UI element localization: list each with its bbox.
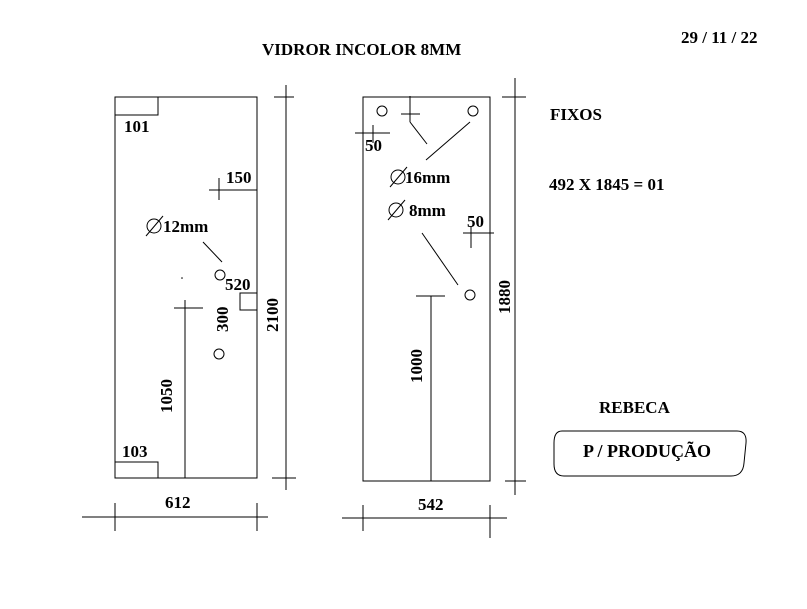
right-glass-panel: 50 16mm 8mm 50 1000 bbox=[342, 78, 526, 538]
right-height: 1880 bbox=[495, 280, 514, 314]
fixos-spec: 492 X 1845 = 01 bbox=[549, 175, 664, 194]
left-height: 2100 bbox=[263, 298, 282, 332]
right-diameter-16-symbol bbox=[389, 166, 408, 188]
right-dim-1000: 1000 bbox=[407, 349, 426, 383]
right-hole-diameter-large: 16mm bbox=[405, 168, 450, 187]
drawing-title: VIDROR INCOLOR 8MM bbox=[262, 40, 461, 59]
left-520-notch bbox=[239, 292, 257, 311]
left-glass-panel: 101 103 150 12mm 520 300 1050 2100 bbox=[82, 85, 296, 531]
status-button-outline[interactable] bbox=[553, 430, 747, 477]
left-dim-520: 520 bbox=[225, 275, 251, 294]
right-panel-outline bbox=[362, 96, 491, 482]
right-hole-top-right bbox=[467, 105, 479, 117]
right-leader-16-b bbox=[425, 121, 471, 161]
left-dim-1050: 1050 bbox=[157, 379, 176, 413]
status-button-label[interactable]: P / PRODUÇÃO bbox=[583, 440, 711, 461]
left-panel-outline bbox=[114, 96, 258, 479]
client-name: REBECA bbox=[599, 398, 671, 417]
left-dim-300: 300 bbox=[213, 307, 232, 333]
right-hole-top-left bbox=[376, 105, 388, 117]
left-diameter-symbol bbox=[145, 215, 164, 237]
left-code-bottom: 103 bbox=[122, 442, 148, 461]
right-leader-16-a bbox=[409, 121, 428, 145]
status-button[interactable]: P / PRODUÇÃO bbox=[553, 430, 747, 477]
left-leader-line bbox=[202, 241, 223, 263]
left-hole-lower bbox=[213, 348, 225, 360]
right-hole-lower bbox=[464, 289, 476, 301]
left-hole-upper bbox=[214, 269, 226, 281]
fixos-label: FIXOS bbox=[550, 105, 602, 124]
right-width: 542 bbox=[418, 495, 444, 514]
right-dim-50-side: 50 bbox=[467, 212, 484, 231]
left-code-top: 101 bbox=[124, 117, 150, 136]
left-dot bbox=[181, 277, 183, 279]
left-top-corner-cutout bbox=[115, 97, 159, 116]
drawing-date: 29 / 11 / 22 bbox=[681, 28, 758, 47]
right-leader-8 bbox=[421, 232, 459, 286]
left-hole-diameter: 12mm bbox=[163, 217, 208, 236]
right-diameter-8-symbol bbox=[387, 199, 406, 221]
right-hole-diameter-small: 8mm bbox=[409, 201, 446, 220]
left-bottom-corner-cutout bbox=[115, 461, 159, 478]
left-width: 612 bbox=[165, 493, 191, 512]
left-dim-150: 150 bbox=[226, 168, 252, 187]
right-dim-50-top: 50 bbox=[365, 136, 382, 155]
